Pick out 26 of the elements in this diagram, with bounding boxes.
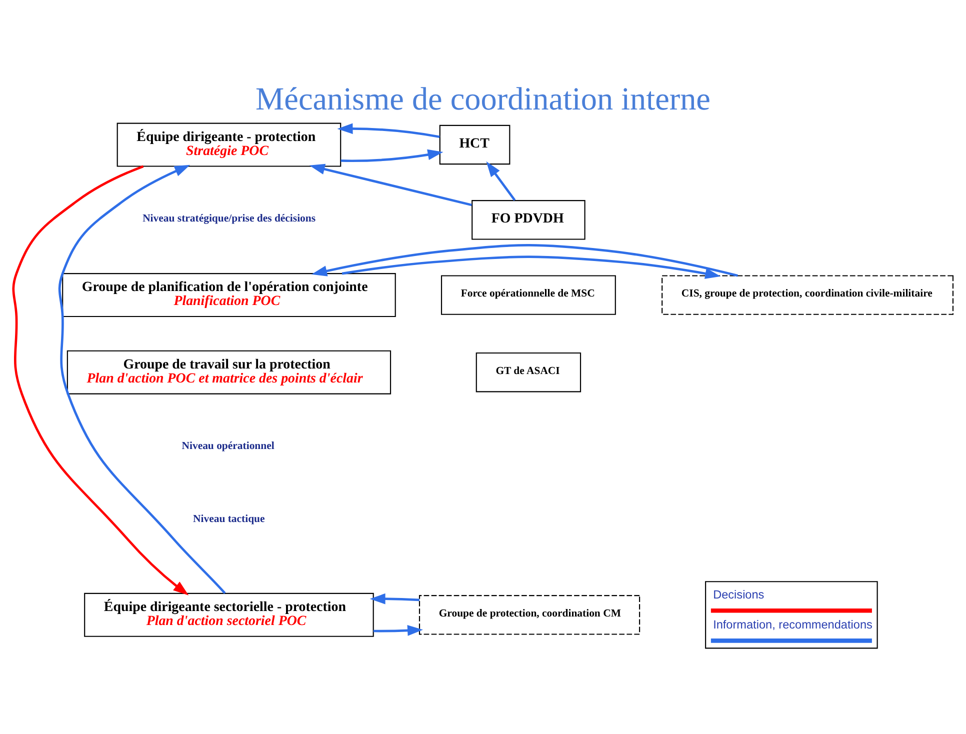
arrow: [373, 624, 423, 636]
node-box: FO PDVDH: [472, 200, 586, 240]
label: Niveau tactique: [193, 512, 265, 525]
node-box: Force opérationnelle de MSC: [440, 274, 616, 314]
arrow: [342, 255, 721, 278]
node-box: Groupe de travail sur la protection Plan d'action POC et matrice des points d'éclair: [66, 350, 392, 394]
arrow: [12, 164, 189, 595]
arrow: [309, 163, 472, 206]
node-box: GT de ASACI: [476, 352, 582, 392]
arrow: [58, 164, 226, 594]
node-box: HCT: [439, 124, 510, 164]
node-box: Groupe de planification de l'opération conjointe Planification POC: [62, 272, 396, 317]
legend-label: Decisions: [713, 587, 764, 602]
arrow: [312, 244, 738, 276]
node-box: Équipe dirigeante sectorielle - protection Plan d'action sectoriel POC: [84, 592, 374, 636]
node-box: Équipe dirigeante - protection Stratégie POC: [116, 122, 342, 166]
arrow: [340, 148, 444, 162]
arrow: [486, 160, 516, 200]
node-box: Groupe de protection, coordination CM: [418, 594, 640, 634]
label: Niveau stratégique/prise des décisions: [142, 212, 316, 224]
node-box: CIS, groupe de protection, coordination civile-militaire: [662, 274, 954, 314]
legend-label: Information, recommendations: [713, 617, 872, 632]
label: Niveau opérationnel: [182, 440, 274, 452]
diagram-title: Mécanisme de coordination interne: [256, 80, 710, 116]
arrow: [370, 592, 420, 604]
arrow: [337, 122, 440, 138]
